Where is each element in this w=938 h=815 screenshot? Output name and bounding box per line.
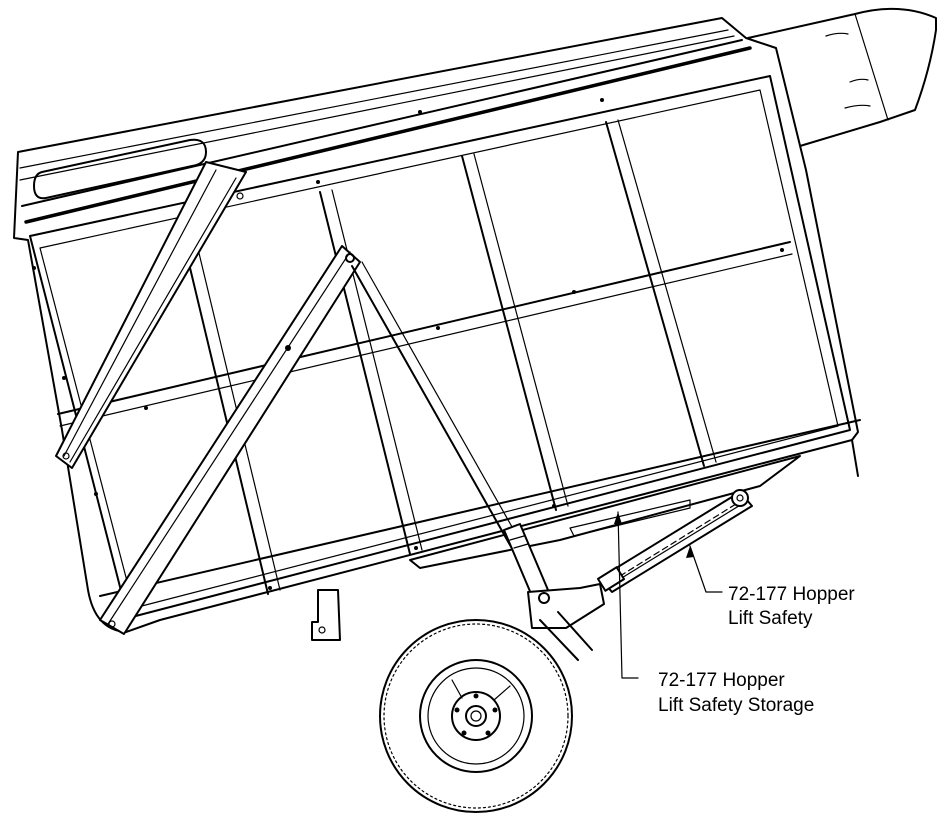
- lift-safety-cylinder: [596, 489, 753, 593]
- lift-strut: [351, 261, 551, 599]
- axle-bracket: [311, 583, 605, 661]
- callout-leaders: [614, 511, 723, 679]
- wheel: [379, 619, 573, 813]
- callout-lift-safety-line2: Lift Safety: [728, 608, 813, 629]
- diagonal-braces: [55, 161, 361, 635]
- callout-lift-safety-storage-line2: Lift Safety Storage: [658, 695, 814, 716]
- callout-lift-safety-line1: 72-177 Hopper: [728, 584, 855, 605]
- discharge-chute: [747, 7, 937, 147]
- callout-lift-safety-storage-line1: 72-177 Hopper: [658, 670, 785, 691]
